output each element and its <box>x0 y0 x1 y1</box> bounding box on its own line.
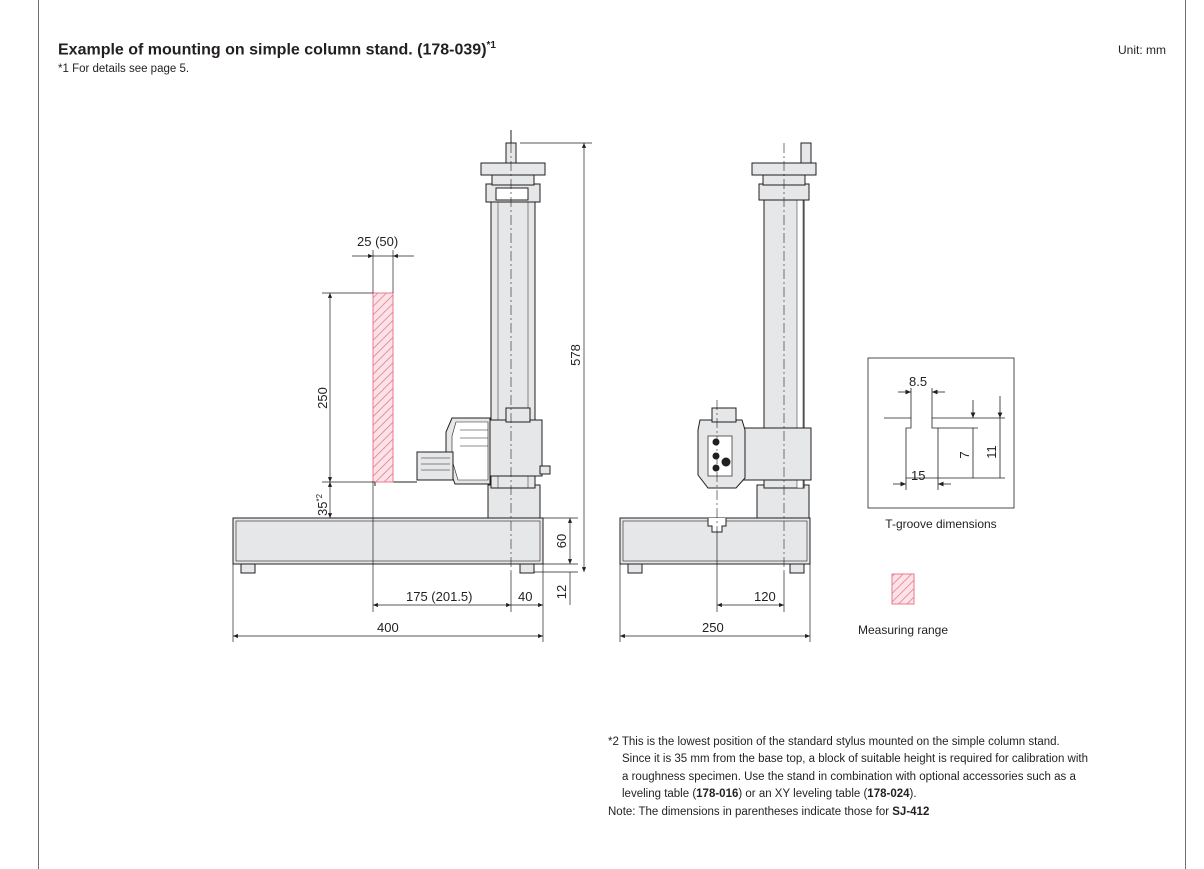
carriage-side <box>741 427 812 481</box>
dim-40: 40 <box>518 589 532 604</box>
legend-swatch <box>891 573 915 605</box>
carriage-front <box>483 419 543 477</box>
dim-60: 60 <box>554 534 569 548</box>
tg-dim-7: 7 <box>957 451 972 458</box>
note-2-line3: a roughness specimen. Use the stand in c… <box>622 770 1076 783</box>
dim-25: 25 (50) <box>357 234 398 249</box>
base-front <box>232 517 544 565</box>
legend-label: Measuring range <box>858 623 948 637</box>
detector-front <box>416 451 454 481</box>
note-2-line1: *2 This is the lowest position of the st… <box>608 736 1060 748</box>
unit-label: Unit: mm <box>1118 43 1166 57</box>
front-view <box>232 130 551 574</box>
dim-120: 120 <box>754 589 776 604</box>
notes-block: *2 This is the lowest position of the st… <box>608 734 1168 821</box>
tgroove-caption: T-groove dimensions <box>885 517 996 531</box>
dim-250-side: 250 <box>702 620 724 635</box>
side-view <box>619 142 817 574</box>
tgroove-detail: 8.5 15 7 11 T-groove dimensions <box>867 357 1015 531</box>
handwheel-front <box>480 162 546 176</box>
tg-dim-15: 15 <box>911 468 925 483</box>
side-dimension-lines <box>619 530 811 642</box>
dim-578: 578 <box>568 344 583 366</box>
page-frame <box>38 0 1186 869</box>
knob-side <box>800 142 812 164</box>
front-dimension-lines <box>232 142 592 642</box>
tgroove-frame <box>867 357 1015 509</box>
note-2-line2: Since it is 35 mm from the base top, a b… <box>622 753 1088 766</box>
dim-175: 175 (201.5) <box>406 589 473 604</box>
dim-12: 12 <box>554 585 569 599</box>
foot-right <box>519 563 535 574</box>
note-2-line4: leveling table (178-016) or an XY leveli… <box>622 788 917 801</box>
dim-400: 400 <box>377 620 399 635</box>
dim-35: 35*2 <box>315 493 330 516</box>
foot-left <box>240 563 256 574</box>
measuring-range-area <box>372 292 394 483</box>
dim-250: 250 <box>315 387 330 409</box>
page-title: Example of mounting on simple column sta… <box>58 40 496 59</box>
footnote-1: *1 For details see page 5. <box>58 63 190 75</box>
note-parentheses: Note: The dimensions in parentheses indi… <box>608 805 930 818</box>
tg-dim-11: 11 <box>984 445 999 459</box>
legend: Measuring range <box>858 573 948 637</box>
tg-dim-85: 8.5 <box>909 374 927 389</box>
